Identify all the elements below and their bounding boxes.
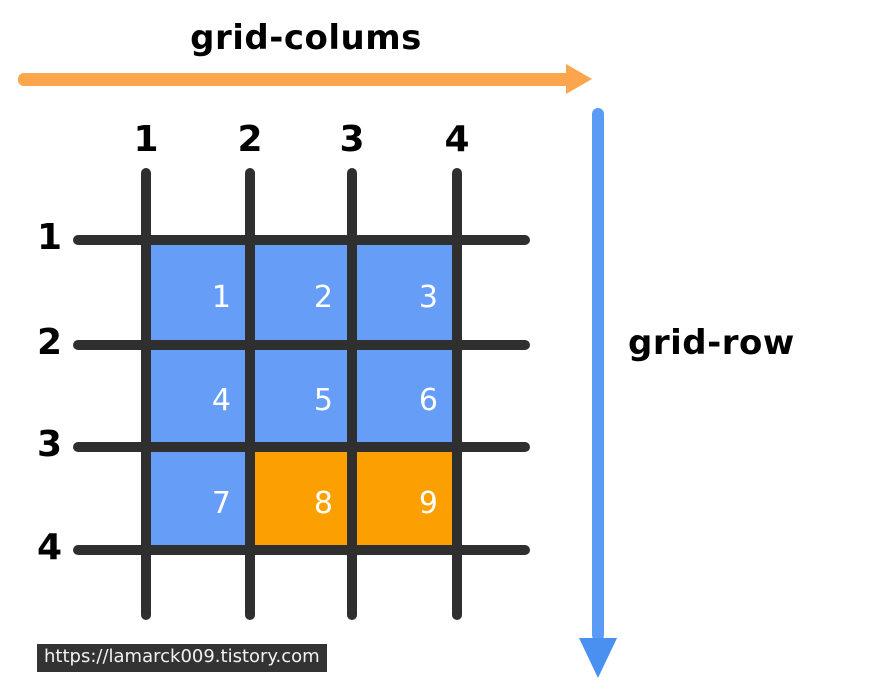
grid-cell-4[interactable]: 4	[151, 350, 255, 452]
grid-cell-6[interactable]: 6	[357, 350, 462, 452]
column-label-4: 4	[444, 119, 470, 160]
grid-cell-number: 2	[313, 279, 333, 315]
column-label-1: 1	[133, 119, 159, 160]
grid-row-arrow-shaft	[592, 108, 604, 641]
grid-row-line-2	[73, 340, 530, 350]
column-label-2: 2	[237, 119, 263, 160]
grid-row-line-4	[73, 545, 530, 555]
grid-columns-arrow-head-icon	[566, 64, 592, 94]
grid-column-line-2	[245, 168, 255, 620]
grid-cell-8[interactable]: 8	[255, 452, 357, 555]
grid-cell-1[interactable]: 1	[151, 245, 255, 350]
row-label-1: 1	[36, 217, 62, 258]
grid-cell-number: 9	[418, 485, 438, 521]
grid-cell-number: 6	[418, 383, 438, 418]
column-label-3: 3	[339, 119, 365, 160]
grid-cell-number: 3	[418, 279, 438, 315]
grid-cell-number: 1	[211, 279, 231, 315]
grid-column-line-1	[141, 168, 151, 620]
grid-row-line-3	[73, 442, 530, 452]
grid-cell-5[interactable]: 5	[255, 350, 357, 452]
grid-cell-number: 4	[211, 383, 231, 418]
grid-cell-number: 8	[313, 485, 333, 521]
grid-cell-3[interactable]: 3	[357, 245, 462, 350]
grid-cell-7[interactable]: 7	[151, 452, 255, 555]
grid-column-line-3	[347, 168, 357, 620]
grid-cell-number: 7	[211, 485, 231, 521]
grid-cell-9[interactable]: 9	[357, 452, 462, 555]
row-label-3: 3	[36, 424, 62, 465]
row-label-4: 4	[36, 527, 62, 568]
row-label-2: 2	[36, 322, 62, 363]
grid-row-title: grid-row	[628, 323, 795, 363]
grid-cell-number: 5	[313, 383, 333, 418]
grid-cell-2[interactable]: 2	[255, 245, 357, 350]
grid-column-line-4	[452, 168, 462, 620]
watermark-url: https://lamarck009.tistory.com	[37, 644, 327, 672]
grid-row-line-1	[73, 235, 530, 245]
grid-row-arrow-head-icon	[579, 638, 617, 678]
grid-columns-title: grid-colums	[190, 18, 422, 58]
grid-columns-arrow-shaft	[18, 73, 574, 86]
